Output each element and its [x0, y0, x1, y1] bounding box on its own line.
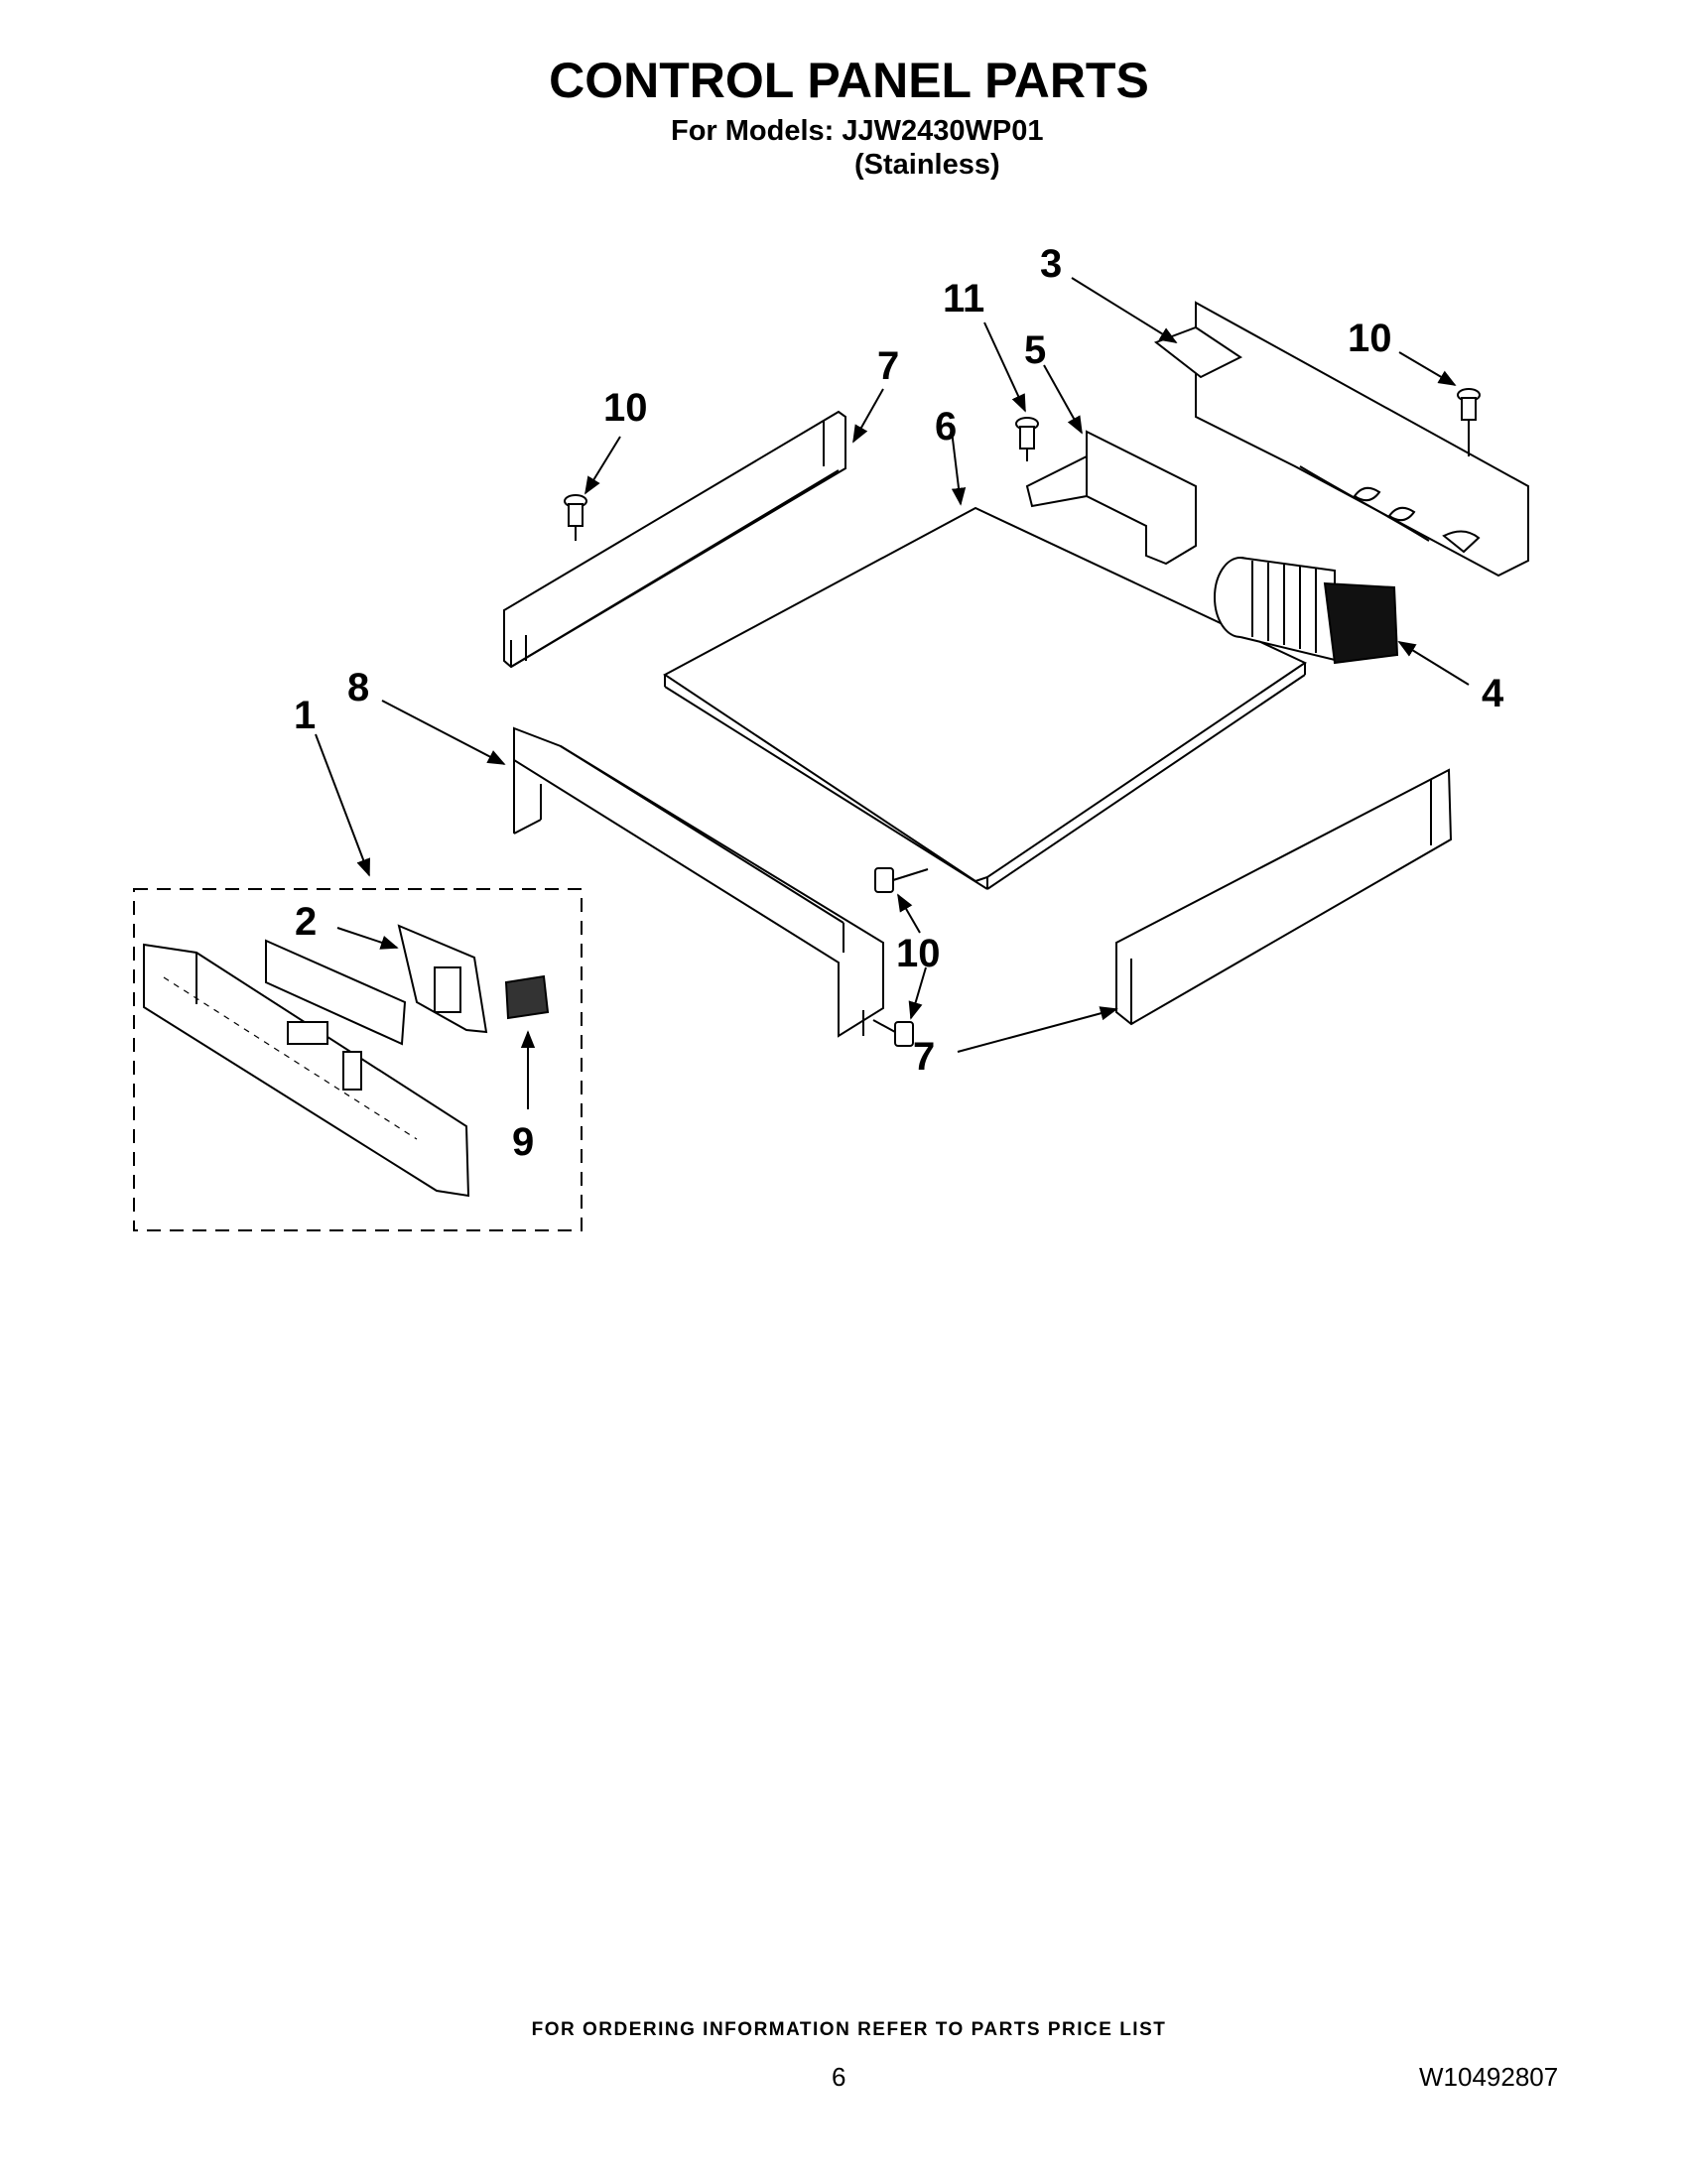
leader-6 — [950, 422, 967, 506]
part-7-rail-lower — [1115, 768, 1453, 1026]
leader-1 — [315, 733, 370, 877]
callout-10-right: 10 — [1348, 317, 1392, 360]
part-3-bracket — [1153, 301, 1529, 578]
leader-10-right — [1398, 351, 1457, 386]
leader-10-center — [897, 893, 921, 934]
part-2-board — [265, 924, 488, 1046]
models-line: For Models: JJW2430WP01 — [671, 115, 1044, 147]
screw-10-right — [1457, 388, 1481, 456]
leader-11 — [983, 321, 1026, 413]
callout-10-center: 10 — [896, 932, 941, 975]
callout-6: 6 — [935, 405, 957, 449]
callout-10-left: 10 — [603, 386, 648, 430]
callout-7-upper: 7 — [877, 344, 899, 388]
finish-label: (Stainless) — [854, 149, 1000, 181]
callout-2: 2 — [295, 900, 317, 944]
leader-7-upper — [852, 388, 884, 444]
leader-10-left — [584, 436, 621, 495]
screw-10-left — [564, 494, 587, 541]
leader-5 — [1043, 364, 1083, 435]
assembly-1-dashed-box — [133, 888, 583, 1231]
leader-4 — [1397, 641, 1470, 686]
leader-8 — [381, 700, 506, 765]
part-4-blower — [1214, 557, 1399, 665]
leader-10-lower — [908, 966, 927, 1020]
page-title: CONTROL PANEL PARTS — [549, 53, 1149, 108]
leader-3 — [1071, 277, 1178, 343]
callout-5: 5 — [1024, 328, 1046, 372]
part-9-keypad — [504, 974, 550, 1020]
assembly-1-panel — [143, 943, 470, 1198]
screw-11 — [1015, 417, 1039, 461]
callout-7-lower: 7 — [913, 1035, 935, 1079]
screw-10-center — [874, 867, 929, 893]
part-8-front-rail — [513, 726, 884, 1038]
callout-9: 9 — [512, 1120, 534, 1164]
document-number: W10492807 — [1419, 2062, 1559, 2092]
callout-3: 3 — [1040, 242, 1062, 286]
leader-7-lower — [957, 1006, 1118, 1053]
callout-4: 4 — [1482, 672, 1504, 715]
part-6-cover-plate — [663, 506, 1308, 890]
ordering-note: FOR ORDERING INFORMATION REFER TO PARTS … — [531, 2019, 1167, 2040]
callout-11: 11 — [943, 277, 984, 321]
leader-2 — [336, 927, 399, 950]
callout-8: 8 — [347, 666, 369, 709]
callout-1: 1 — [294, 694, 316, 737]
page-number: 6 — [832, 2062, 846, 2092]
screw-10-lower — [872, 1019, 914, 1047]
part-7-rail-upper — [503, 410, 846, 669]
part-5-bracket — [1025, 430, 1197, 566]
